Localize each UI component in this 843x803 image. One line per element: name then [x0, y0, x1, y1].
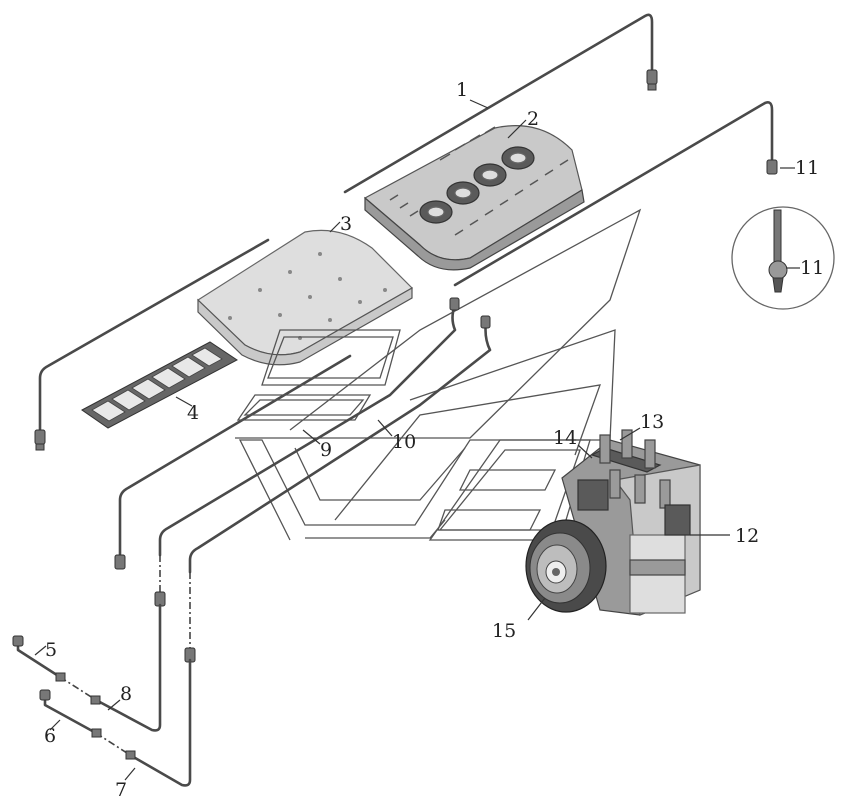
callout-6: 6 — [44, 725, 56, 747]
callout-9: 9 — [320, 439, 332, 461]
pipe-6-7-assembly — [39, 647, 196, 787]
callout-5: 5 — [45, 639, 57, 661]
callout-11a: 11 — [795, 157, 819, 179]
callout-12: 12 — [735, 525, 759, 547]
pipe-10 — [188, 315, 492, 574]
detail-circle-11 — [731, 206, 835, 310]
callout-8: 8 — [120, 683, 132, 705]
callouts: 1 2 3 4 5 6 7 8 9 10 11 11 12 13 14 15 — [44, 79, 824, 801]
callout-13: 13 — [640, 411, 664, 433]
callout-11b: 11 — [800, 257, 824, 279]
callout-1: 1 — [456, 79, 468, 101]
compressor-pulley-15 — [525, 519, 607, 613]
fan-openings — [419, 146, 535, 224]
break-lines — [59, 555, 191, 756]
pipe-5-8-assembly — [12, 591, 166, 732]
compressor-cylinders — [577, 429, 691, 536]
panel-part-3 — [197, 229, 413, 366]
callout-15: 15 — [492, 620, 516, 642]
compressor-assembly — [525, 429, 701, 616]
callout-2: 2 — [527, 108, 539, 130]
callout-7: 7 — [115, 779, 127, 801]
pipe-9 — [158, 297, 460, 557]
callout-10: 10 — [392, 431, 416, 453]
callout-14: 14 — [553, 427, 577, 449]
pipe-1 — [34, 13, 658, 451]
pipe-11-line — [114, 101, 778, 570]
callout-3: 3 — [340, 213, 352, 235]
cover-vents — [389, 126, 569, 236]
bracket-outlines — [235, 208, 642, 541]
panel-rivets — [228, 252, 387, 340]
leader-lines — [34, 99, 800, 781]
top-cover-part-2 — [363, 125, 585, 271]
callout-4: 4 — [187, 402, 199, 424]
grille-part-4 — [81, 341, 238, 429]
